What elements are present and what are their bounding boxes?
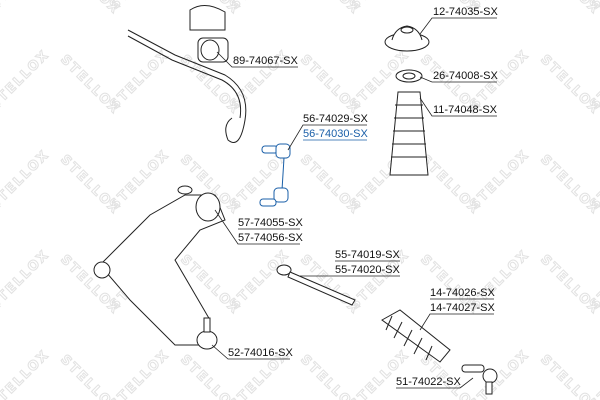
strut-mount-drawing [384,25,430,52]
part-label-strut-mount: 12-74035-SX [433,6,498,18]
part-label-strut-boot: 11-74048-SX [433,104,498,116]
part-label-tie-rod-1: 55-74019-SX [335,249,400,261]
stabilizer-bar [127,29,247,143]
part-label-strut-bearing: 26-74008-SX [433,70,498,82]
watermark-text: STELLOX [537,52,600,118]
watermark-text: STELLOX [587,47,600,113]
part-label-steering-boot-2: 14-74027-SX [430,302,495,314]
watermark-text: STELLOX [0,247,53,313]
stabilizer-link-drawing [259,143,291,207]
tie-rod-drawing [276,264,356,306]
watermark-text: STELLOX [227,0,293,13]
part-label-bushing: 89-74067-SX [233,55,298,67]
stabilizer-bushing-drawing [189,5,229,63]
part-label-link-1: 56-74029-SX [303,113,368,125]
watermark-text: STELLOX [107,347,173,400]
part-label-link-2: 56-74030-SX [303,128,368,140]
watermark-text: STELLOX [297,352,363,400]
watermark-text: STELLOX [467,347,533,400]
ball-joint-drawing [196,317,218,350]
watermark-text: STELLOX [347,0,413,13]
watermark-text: STELLOX [587,247,600,313]
watermark-text: STELLOX [537,152,600,218]
watermark-text: STELLOX [537,252,600,318]
part-label-control-arm-1: 57-74055-SX [238,217,303,229]
strut-bearing-drawing [395,69,423,83]
watermark-text: STELLOX [0,147,53,213]
watermark-text: STELLOX [587,347,600,400]
watermark-text: STELLOX [347,347,413,400]
watermark-text: STELLOX [587,147,600,213]
tie-rod-end-drawing [461,364,498,395]
watermark-text: STELLOX [0,47,53,113]
watermark-text: STELLOX [0,347,53,400]
steering-boot-drawing [381,309,451,363]
watermark-text: STELLOX [537,352,600,400]
watermark-text: STELLOX [107,47,173,113]
part-label-tie-rod-2: 55-74020-SX [335,264,400,276]
watermark-text: STELLOX [57,352,123,400]
part-label-steering-boot-1: 14-74026-SX [430,287,495,299]
part-label-tie-rod-end: 51-74022-SX [396,376,461,388]
strut-boot-drawing [389,91,429,176]
watermark-text: STELLOX [107,147,173,213]
control-arm-drawing [93,185,226,346]
watermark-text: STELLOX [0,0,53,13]
watermark-text: STELLOX [227,247,293,313]
part-label-control-arm-2: 57-74056-SX [238,232,303,244]
watermark-text: STELLOX [467,147,533,213]
part-label-ball-joint: 52-74016-SX [228,347,293,359]
watermark-text: STELLOX [107,0,173,13]
